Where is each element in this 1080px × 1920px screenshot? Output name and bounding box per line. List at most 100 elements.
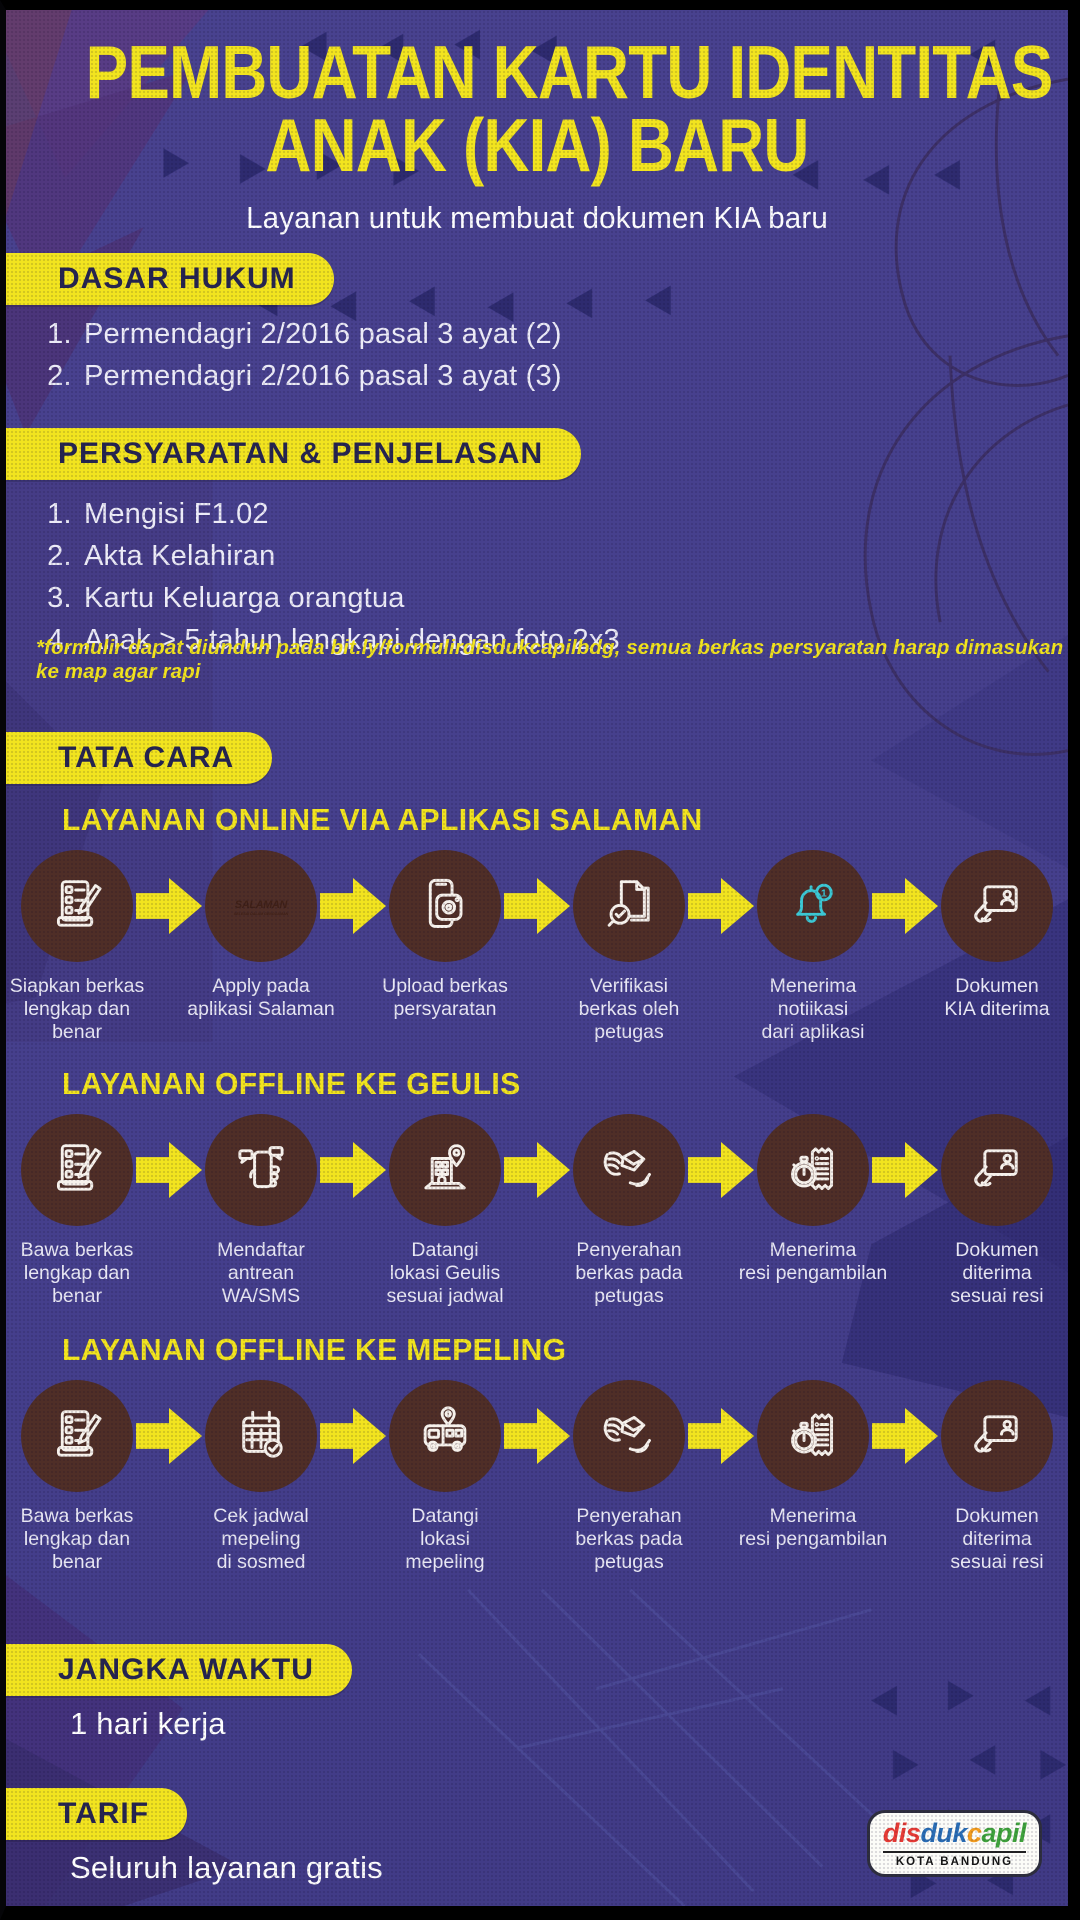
flow-step: Penyerahan berkas pada petugas: [570, 1114, 688, 1308]
arrow-right-icon: [688, 1408, 754, 1464]
arrow-right-icon: [504, 1142, 570, 1198]
notification-bell-icon: 1: [796, 883, 833, 923]
list-item: Kartu Keluarga orangtua: [80, 582, 620, 615]
step-label: Datangi lokasi Geulis sesuai jadwal: [386, 1239, 504, 1307]
step-label: Cek jadwal mepeling di sosmed: [213, 1505, 309, 1573]
step-icon-circle: [21, 1114, 133, 1226]
step-icon-circle: [573, 1380, 685, 1492]
arrow-right-icon: [872, 1142, 938, 1198]
step-label: Menerima resi pengambilan: [738, 1239, 888, 1284]
building-location-icon: [424, 1144, 466, 1190]
checklist-pencil-icon: [56, 1410, 102, 1457]
section-heading-persyaratan: PERSYARATAN & PENJELASAN: [6, 428, 582, 480]
flow-step: Bawa berkas lengkap dan benar: [18, 1380, 136, 1574]
title-line-1: PEMBUATAN KARTU IDENTITAS: [85, 30, 1054, 114]
step-icon-circle: 1: [757, 850, 869, 962]
step-label: Siapkan berkas lengkap dan benar: [9, 975, 145, 1043]
list-item: Mengisi F1.02: [80, 498, 620, 531]
flow-steps-row: Bawa berkas lengkap dan benar Cek jadwal…: [6, 1380, 1068, 1574]
flow-step: Menerima resi pengambilan: [739, 1114, 887, 1285]
step-icon-circle: [21, 850, 133, 962]
checklist-pencil-icon: [56, 880, 102, 927]
calendar-check-icon: [242, 1410, 283, 1458]
logo-part: c: [966, 1818, 982, 1848]
step-icon-circle: [389, 1380, 501, 1492]
arrow-right-icon: [688, 878, 754, 934]
flow-title: LAYANAN ONLINE VIA APLIKASI SALAMAN: [62, 802, 703, 837]
flow-step: Dokumen diterima sesuai resi: [938, 1114, 1056, 1308]
receipt-timer-icon: [791, 1413, 834, 1457]
flow-title: LAYANAN OFFLINE KE MEPELING: [62, 1332, 567, 1367]
flow-step: Upload berkas persyaratan: [382, 850, 508, 1021]
step-label: Mendaftar antrean WA/SMS: [217, 1239, 305, 1307]
section-heading-tata-cara: TATA CARA: [6, 732, 273, 784]
bus-location-icon: [423, 1406, 467, 1452]
page-subtitle: Layanan untuk membuat dokumen KIA baru: [246, 200, 828, 235]
step-label: Bawa berkas lengkap dan benar: [20, 1505, 134, 1573]
arrow-right-icon: [136, 1142, 202, 1198]
list-item: Anak > 5 tahun lengkapi dengan foto 2x3: [80, 624, 620, 657]
flow-step: Mendaftar antrean WA/SMS: [202, 1114, 320, 1308]
step-icon-circle: [941, 1114, 1053, 1226]
flow-online-salaman: LAYANAN ONLINE VIA APLIKASI SALAMAN Siap…: [6, 802, 1068, 1044]
handover-documents-icon: [603, 1415, 651, 1453]
step-icon-circle: [941, 850, 1053, 962]
flow-step: Datangi lokasi mepeling: [386, 1380, 504, 1574]
page-title: PEMBUATAN KARTU IDENTITAS ANAK (KIA) BAR…: [6, 30, 1068, 187]
step-label: Upload berkas persyaratan: [382, 975, 508, 1020]
dasar-hukum-list: Permendagri 2/2016 pasal 3 ayat (2) Perm…: [42, 318, 562, 402]
section-heading-dasar-hukum: DASAR HUKUM: [6, 253, 334, 305]
flow-step: Dokumen diterima sesuai resi: [938, 1380, 1056, 1574]
step-label: Dokumen diterima sesuai resi: [950, 1505, 1044, 1573]
id-card-hand-icon: [974, 1149, 1018, 1187]
list-item: Permendagri 2/2016 pasal 3 ayat (3): [80, 360, 562, 393]
title-line-2: ANAK (KIA) BARU: [265, 102, 809, 187]
step-label: Menerima resi pengambilan: [738, 1505, 888, 1550]
svg-text:SALAMAN: SALAMAN: [235, 899, 289, 911]
step-label: Apply pada aplikasi Salaman: [187, 975, 335, 1020]
step-label: Bawa berkas lengkap dan benar: [20, 1239, 134, 1307]
step-label: Dokumen KIA diterima: [944, 975, 1050, 1020]
checklist-pencil-icon: [56, 1144, 102, 1191]
disdukcapil-wordmark: disdukcapil: [882, 1818, 1027, 1849]
flow-step: Datangi lokasi Geulis sesuai jadwal: [386, 1114, 504, 1308]
step-icon-circle: [21, 1380, 133, 1492]
step-label: Dokumen diterima sesuai resi: [950, 1239, 1044, 1307]
flow-step: Bawa berkas lengkap dan benar: [18, 1114, 136, 1308]
step-icon-circle: [205, 1380, 317, 1492]
persyaratan-list: Mengisi F1.02 Akta Kelahiran Kartu Kelua…: [42, 498, 620, 666]
arrow-right-icon: [136, 878, 202, 934]
logo-part: apil: [981, 1818, 1026, 1848]
svg-text:1: 1: [821, 888, 827, 899]
arrow-right-icon: [320, 1408, 386, 1464]
flow-step: 1 Menerima notiikasi dari aplikasi: [754, 850, 872, 1044]
flow-offline-geulis: LAYANAN OFFLINE KE GEULIS Bawa berkas le…: [6, 1066, 1068, 1308]
step-icon-circle: [573, 1114, 685, 1226]
flow-step: SALAMAN SELESAI DALAM GENGGAMAN Apply pa…: [187, 850, 335, 1021]
list-item: Permendagri 2/2016 pasal 3 ayat (2): [80, 318, 562, 351]
document-verification-icon: [607, 880, 650, 927]
receipt-timer-icon: [791, 1147, 834, 1191]
flow-steps-row: Siapkan berkas lengkap dan benar SALAMAN…: [6, 850, 1068, 1044]
id-card-hand-icon: [974, 885, 1018, 923]
step-icon-circle: [573, 850, 685, 962]
logo-part: duk: [920, 1818, 967, 1848]
tarif-value: Seluruh layanan gratis: [70, 1850, 383, 1885]
id-card-hand-icon: [974, 1415, 1018, 1453]
flow-title: LAYANAN OFFLINE KE GEULIS: [62, 1066, 521, 1101]
section-heading-tarif: TARIF: [6, 1788, 188, 1840]
flow-step: Cek jadwal mepeling di sosmed: [202, 1380, 320, 1574]
section-heading-jangka-waktu: JANGKA WAKTU: [6, 1644, 352, 1696]
flow-step: Verifikasi berkas oleh petugas: [570, 850, 688, 1044]
step-label: Datangi lokasi mepeling: [405, 1505, 485, 1573]
list-item: Akta Kelahiran: [80, 540, 620, 573]
arrow-right-icon: [688, 1142, 754, 1198]
flow-step: Siapkan berkas lengkap dan benar: [10, 850, 144, 1044]
logo-part: dis: [882, 1818, 921, 1848]
step-label: Menerima notiikasi dari aplikasi: [761, 975, 865, 1043]
flow-step: Dokumen KIA diterima: [938, 850, 1056, 1021]
arrow-right-icon: [320, 1142, 386, 1198]
step-label: Penyerahan berkas pada petugas: [575, 1239, 683, 1307]
arrow-right-icon: [504, 878, 570, 934]
flow-offline-mepeling: LAYANAN OFFLINE KE MEPELING Bawa berkas …: [6, 1332, 1068, 1574]
